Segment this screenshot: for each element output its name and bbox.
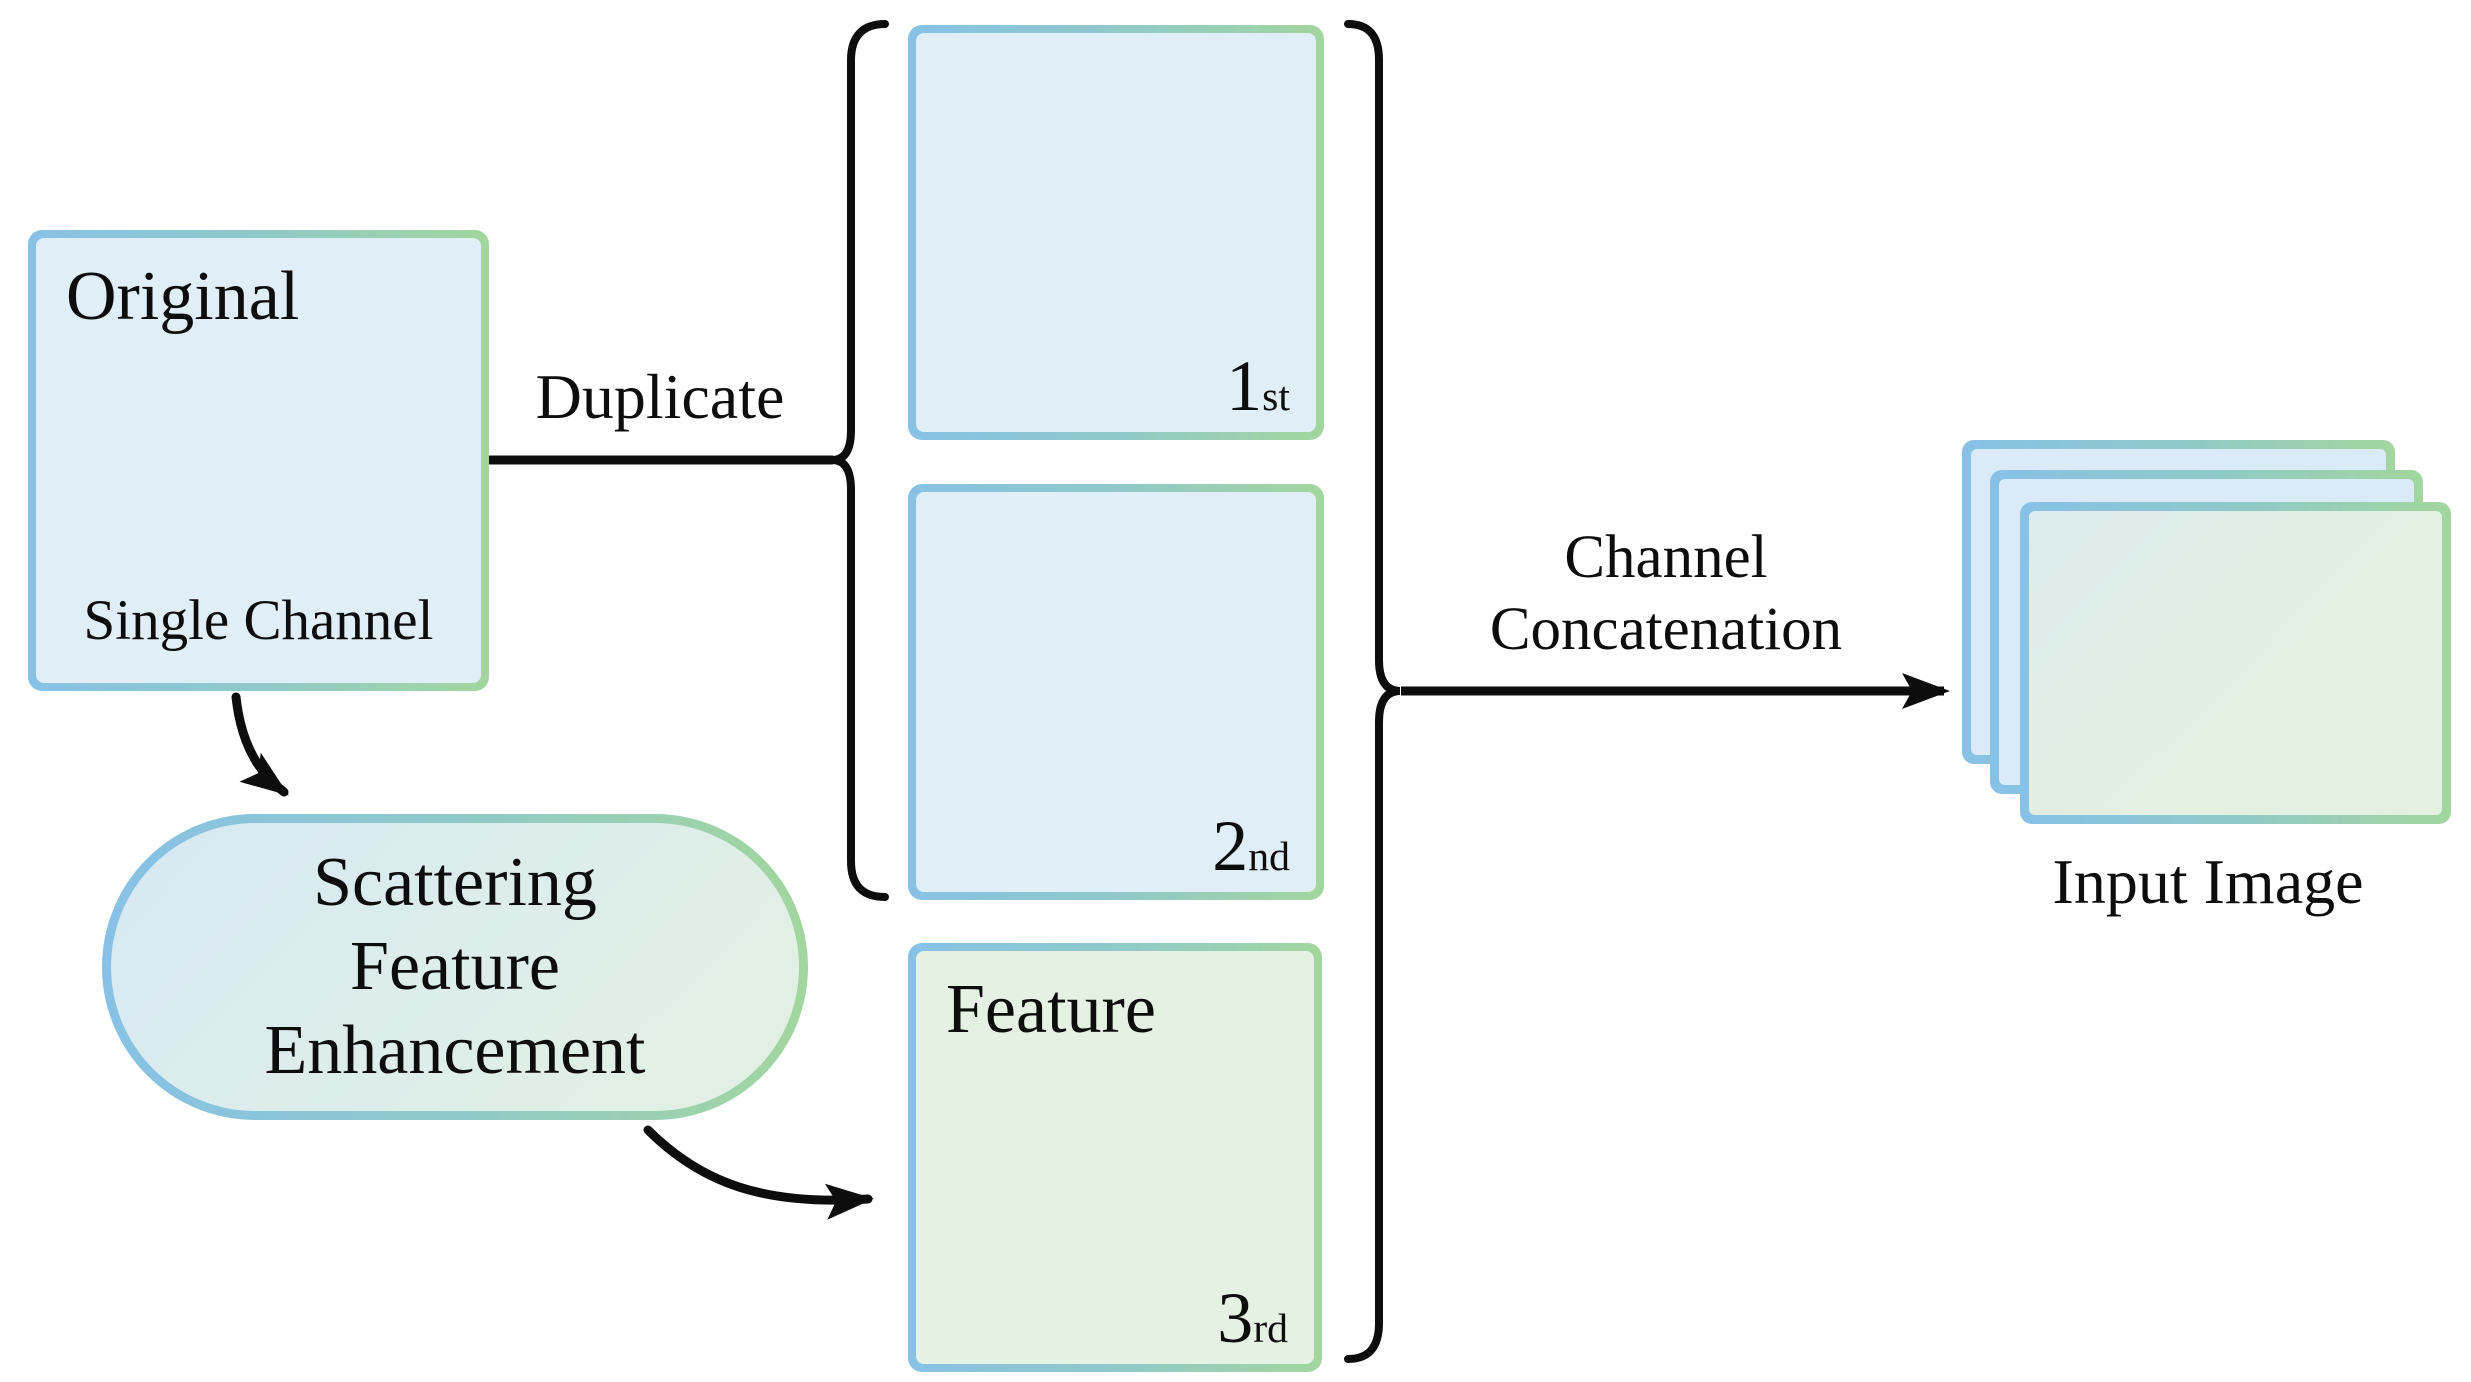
channel-3-ordinal: 3rd bbox=[1217, 1282, 1288, 1354]
feature-box-title: Feature bbox=[946, 971, 1156, 1048]
channel-3-ordinal-suffix: rd bbox=[1253, 1306, 1288, 1352]
right-brace bbox=[1344, 20, 1401, 1363]
channel-1-ordinal: 1st bbox=[1226, 350, 1290, 422]
enhancement-line-1: Scattering bbox=[313, 844, 597, 921]
scattering-feature-enhancement-pill: Scattering Feature Enhancement bbox=[102, 814, 808, 1120]
channel-2-box-fill: 2nd bbox=[916, 492, 1316, 892]
arrow-original-to-enhancement bbox=[231, 692, 289, 797]
channel-2-ordinal: 2nd bbox=[1212, 810, 1290, 882]
channel-2-ordinal-number: 2 bbox=[1212, 806, 1249, 886]
channel-3-ordinal-number: 3 bbox=[1217, 1278, 1254, 1358]
enhancement-line-3: Enhancement bbox=[264, 1012, 646, 1089]
arrow-enhancement-to-feature bbox=[643, 1125, 874, 1220]
concatenation-label-line-2: Concatenation bbox=[1489, 596, 1843, 663]
channel-1-box-fill: 1st bbox=[916, 33, 1316, 432]
feature-box-fill: Feature 3rd bbox=[916, 951, 1314, 1364]
channel-2-box: 2nd bbox=[908, 484, 1324, 900]
channel-concatenation-label: Channel Concatenation bbox=[1411, 522, 1921, 666]
single-channel-label: Single Channel bbox=[83, 589, 434, 652]
enhancement-pill-fill: Scattering Feature Enhancement bbox=[111, 823, 799, 1111]
duplicate-label: Duplicate bbox=[535, 361, 785, 432]
feature-box: Feature 3rd bbox=[908, 943, 1322, 1372]
channel-2-ordinal-suffix: nd bbox=[1248, 834, 1290, 880]
enhancement-line-2: Feature bbox=[350, 928, 560, 1005]
channel-1-ordinal-suffix: st bbox=[1262, 374, 1290, 420]
stack-layer-front-fill bbox=[2029, 511, 2442, 815]
concatenation-label-line-1: Channel bbox=[1564, 524, 1768, 591]
left-brace bbox=[831, 20, 889, 901]
input-image-label: Input Image bbox=[2052, 846, 2364, 917]
channel-1-box: 1st bbox=[908, 25, 1324, 440]
original-image-box: Original Single Channel bbox=[28, 230, 489, 691]
original-box-title: Original bbox=[66, 258, 300, 335]
stack-layer-front bbox=[2020, 502, 2451, 824]
enhancement-pill-label: Scattering Feature Enhancement bbox=[265, 841, 646, 1093]
original-image-box-fill: Original Single Channel bbox=[36, 238, 481, 683]
channel-1-ordinal-number: 1 bbox=[1226, 346, 1263, 426]
